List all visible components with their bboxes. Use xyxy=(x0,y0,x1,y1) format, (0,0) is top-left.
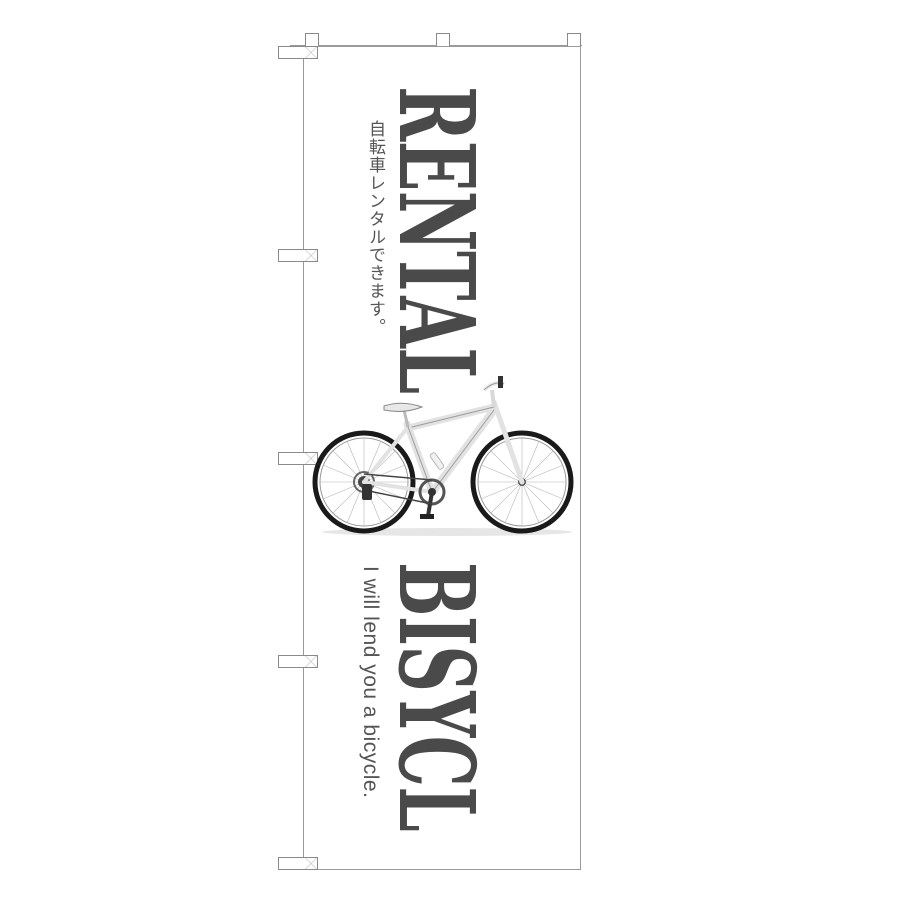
english-tagline: I will lend you a bicycle. xyxy=(359,566,382,799)
side-loop-3 xyxy=(278,452,318,465)
headline-rental: RENTAL xyxy=(375,86,498,394)
side-loop-2 xyxy=(278,249,318,262)
bicycle-icon xyxy=(312,376,574,536)
side-loop-1 xyxy=(278,46,318,59)
side-loop-5 xyxy=(278,857,318,870)
japanese-tagline: 自転車レンタルできます。 xyxy=(365,120,385,336)
headline-bisycl: BISYCL xyxy=(375,562,498,832)
side-loop-4 xyxy=(278,655,318,668)
